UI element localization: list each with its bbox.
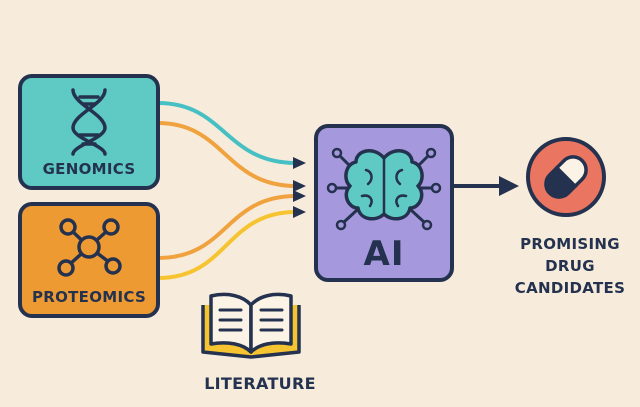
- output-label-line-2: DRUG: [545, 257, 595, 275]
- arrowhead-1: [293, 157, 306, 169]
- output-label: PROMISING DRUG CANDIDATES: [500, 233, 640, 299]
- molecule-network-icon: [57, 218, 122, 277]
- ai-label: AI: [363, 234, 405, 274]
- flow-lines: [156, 101, 298, 280]
- flow-arrowheads: [293, 157, 306, 218]
- output-label-line-3: CANDIDATES: [514, 279, 626, 297]
- genomics-label: GENOMICS: [42, 160, 136, 178]
- pill-icon: [544, 155, 588, 199]
- proteomics-node: [18, 202, 160, 318]
- brain-circuit-icon: [326, 147, 442, 231]
- open-book-icon: [201, 292, 301, 359]
- flow-line-proteomics-1: [156, 194, 298, 260]
- dna-helix-icon: [71, 88, 107, 156]
- ai-node: [314, 124, 454, 282]
- arrowhead-3: [293, 190, 306, 202]
- flow-line-genomics-2: [156, 121, 298, 188]
- flow-line-proteomics-2: [156, 210, 298, 280]
- output-node: [526, 137, 606, 217]
- literature-label: LITERATURE: [204, 374, 316, 393]
- proteomics-label: PROTEOMICS: [31, 288, 147, 306]
- genomics-node: [18, 74, 160, 190]
- flow-line-genomics-1: [156, 101, 298, 165]
- arrowhead-2: [293, 180, 306, 192]
- arrowhead-4: [293, 206, 306, 218]
- output-label-line-1: PROMISING: [520, 235, 620, 253]
